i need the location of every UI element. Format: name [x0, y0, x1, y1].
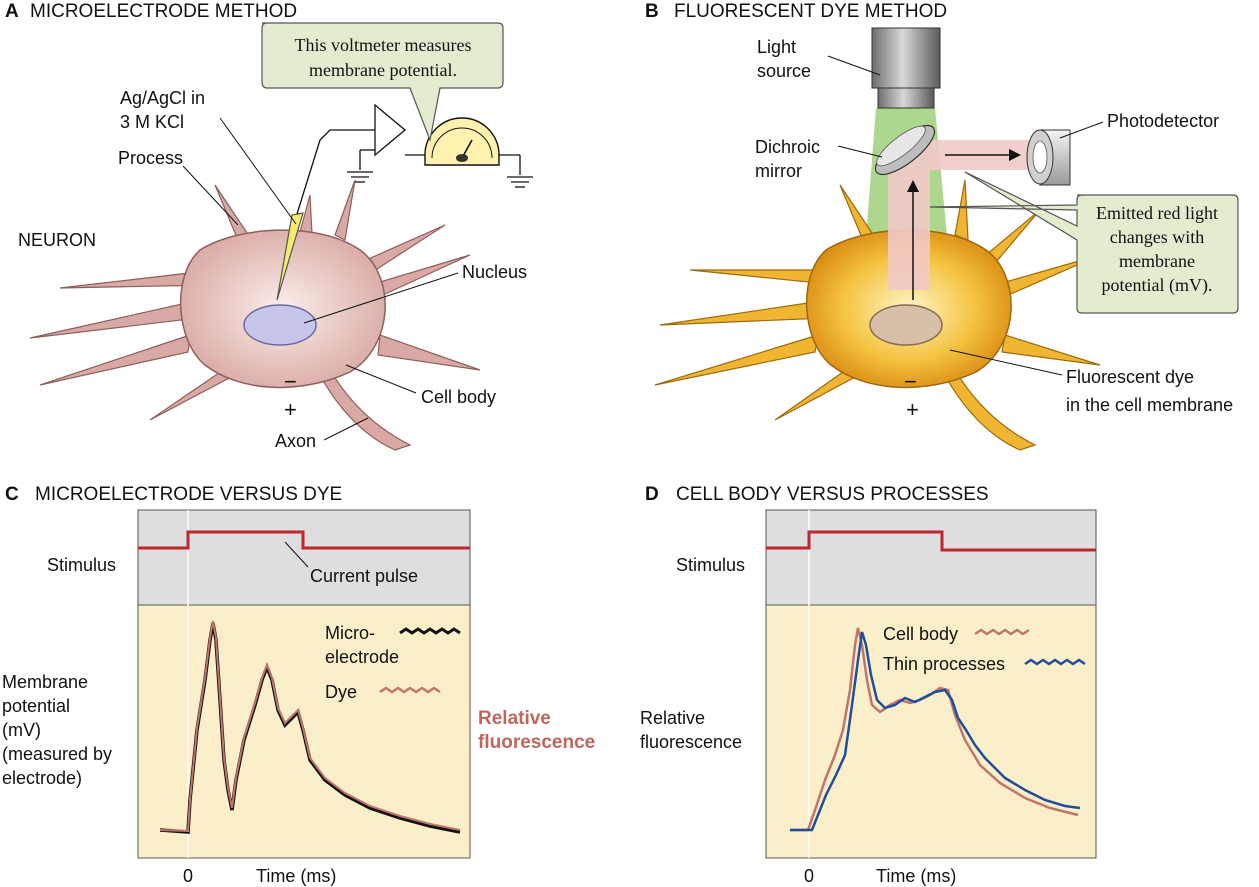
legend-dye: Dye — [325, 682, 357, 702]
legend-electrode-swatch — [399, 627, 461, 635]
dye-trace — [159, 620, 461, 833]
label-current-pulse: Current pulse — [310, 566, 418, 586]
callout-voltmeter-line1: This voltmeter measures — [295, 35, 472, 55]
nucleus-a — [243, 304, 317, 346]
panel-b-title: FLUORESCENT DYE METHOD — [674, 1, 947, 22]
photodetector-icon — [1026, 129, 1071, 186]
label-dye-line2: in the cell membrane — [1066, 395, 1233, 415]
legend-thin-processes: Thin processes — [883, 654, 1005, 674]
panel-d-letter: D — [645, 484, 659, 505]
right-label-c-line2: fluorescence — [478, 732, 595, 753]
dichroic-mirror-icon — [874, 124, 936, 176]
panel-a-title: MICROELECTRODE METHOD — [30, 1, 297, 22]
ylabel-d-line2: fluorescence — [640, 732, 742, 752]
nucleus-b — [869, 304, 943, 346]
traces-c — [159, 620, 461, 834]
stimulus-box-d — [765, 509, 1097, 606]
traces-d — [790, 627, 1081, 832]
legend-electrode-line1: Micro- — [325, 623, 375, 643]
xlabel-d: Time (ms) — [876, 866, 956, 886]
label-photodetector: Photodetector — [1107, 111, 1219, 131]
plot-area-d — [765, 604, 1097, 859]
callout-voltmeter: This voltmeter measures membrane potenti… — [261, 22, 504, 143]
label-electrode-line2: 3 M KCl — [120, 112, 184, 132]
ylabel-d-line1: Relative — [640, 708, 705, 728]
ylabel-c-line1: Membrane — [2, 672, 88, 692]
panel-b-letter: B — [645, 1, 659, 22]
ylabel-c-line3: (mV) — [2, 720, 41, 740]
label-process: Process — [118, 148, 183, 168]
ylabel-c-line5: electrode) — [2, 768, 82, 788]
voltmeter-icon — [424, 117, 500, 166]
panel-a: A MICROELECTRODE METHOD — [5, 1, 533, 451]
label-light-source-line2: source — [757, 61, 811, 81]
neuron-b — [654, 179, 1101, 451]
panel-a-letter: A — [5, 1, 19, 22]
label-light-source-line1: Light — [757, 37, 796, 57]
label-cell-body: Cell body — [421, 387, 496, 407]
callout-emitted-line2: changes with — [1110, 227, 1204, 247]
label-plus-a: + — [284, 397, 297, 422]
panel-c: C MICROELECTRODE VERSUS DYE Stimulus Cur… — [2, 484, 595, 886]
legend-dye-swatch — [379, 686, 441, 694]
panel-d: D CELL BODY VERSUS PROCESSES Stimulus Ce… — [640, 484, 1097, 886]
label-neuron: NEURON — [18, 230, 96, 250]
panel-b: B FLUORESCENT DYE METHOD — [645, 1, 1239, 451]
label-stimulus-d: Stimulus — [676, 555, 745, 575]
label-plus-b: + — [906, 397, 919, 422]
stimulus-trace-c — [138, 530, 470, 550]
label-dye-line1: Fluorescent dye — [1066, 367, 1194, 387]
cell-body-trace — [790, 627, 1079, 832]
xzero-c: 0 — [183, 866, 193, 886]
xzero-d: 0 — [804, 866, 814, 886]
panel-c-title: MICROELECTRODE VERSUS DYE — [35, 484, 342, 505]
callout-emitted-light: Emitted red light changes with membrane … — [929, 171, 1239, 314]
panel-d-title: CELL BODY VERSUS PROCESSES — [676, 484, 989, 505]
label-stimulus-c: Stimulus — [47, 555, 116, 575]
panel-c-letter: C — [5, 484, 19, 505]
xlabel-c: Time (ms) — [256, 866, 336, 886]
stimulus-box-c — [137, 509, 471, 606]
right-label-c-line1: Relative — [478, 708, 551, 729]
label-mirror-line2: mirror — [755, 161, 802, 181]
ylabel-c-line2: potential — [2, 696, 70, 716]
label-nucleus: Nucleus — [462, 262, 527, 282]
legend-cell-body: Cell body — [883, 624, 958, 644]
amplifier-icon — [374, 103, 407, 157]
red-beam — [888, 140, 1040, 290]
light-source-icon — [871, 27, 941, 109]
callout-emitted-line3: membrane — [1119, 251, 1195, 271]
label-minus-b: − — [904, 369, 917, 394]
callout-emitted-line4: potential (mV). — [1102, 275, 1213, 296]
neuron-a — [29, 179, 481, 451]
callout-voltmeter-line2: membrane potential. — [309, 60, 457, 80]
ylabel-c-line4: (measured by — [2, 744, 112, 764]
label-axon: Axon — [275, 431, 316, 451]
legend-thin-processes-swatch — [1024, 658, 1086, 666]
thin-processes-trace — [790, 631, 1081, 832]
legend-electrode-line2: electrode — [325, 647, 399, 667]
label-mirror-line1: Dichroic — [755, 137, 820, 157]
stimulus-trace-d — [766, 530, 1096, 552]
label-minus-a: − — [284, 369, 297, 394]
label-electrode-line1: Ag/AgCl in — [120, 88, 205, 108]
callout-emitted-line1: Emitted red light — [1096, 203, 1218, 223]
legend-cell-body-swatch — [974, 628, 1030, 636]
